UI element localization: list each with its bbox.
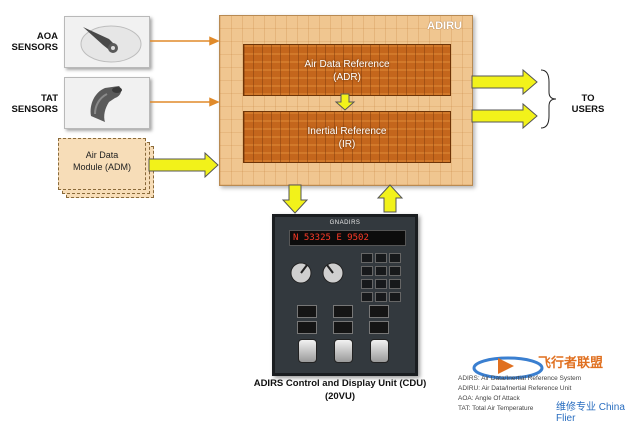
legend-line: ADIRU: Air Data/Inertial Reference Unit: [458, 385, 572, 392]
cdu-key: [375, 292, 387, 302]
aoa-input-arrowhead: [209, 36, 220, 46]
cdu-key: [389, 292, 401, 302]
legend-line: ADIRS: Air Data/Inertial Reference Syste…: [458, 375, 582, 382]
cdu-annunciator: [333, 305, 353, 318]
adr-box: Air Data Reference (ADR): [243, 44, 451, 96]
cdu-mode-knob: [370, 339, 389, 363]
tat-probe-icon: [90, 86, 122, 122]
abbreviation-legend: ADIRS: Air Data/Inertial Reference Syste…: [458, 374, 636, 414]
cdu-to-adiru-arrow: [376, 184, 404, 213]
adr-label-line2: (ADR): [333, 72, 361, 83]
aoa-label-line2: SENSORS: [11, 42, 58, 53]
tat-sensors-label: TAT SENSORS: [0, 93, 58, 115]
cdu-selector-knobs: [290, 262, 344, 284]
cdu-mode-knob: [334, 339, 353, 363]
cdu-panel: GNADIRS N 53325 E 9502: [272, 214, 418, 376]
adm-box: Air Data Module (ADM): [58, 138, 146, 190]
cdu-annunciator: [369, 321, 389, 334]
cdu-key: [375, 279, 387, 289]
cdu-panel-title: GNADIRS: [329, 220, 361, 226]
cdu-display: N 53325 E 9502: [289, 230, 406, 246]
cdu-key: [361, 253, 373, 263]
cdu-key: [389, 253, 401, 263]
ir-box: Inertial Reference (IR): [243, 111, 451, 163]
adr-label-line1: Air Data Reference: [304, 59, 390, 70]
cdu-annunciator: [297, 305, 317, 318]
to-users-line2: USERS: [571, 104, 605, 115]
adm-label: Air Data Module (ADM): [59, 149, 145, 173]
tat-label-line1: TAT: [40, 93, 58, 104]
aoa-sensors-label: AOA SENSORS: [0, 31, 58, 53]
users-bracket: [540, 69, 557, 129]
watermark-brand: 飞行者联盟: [538, 355, 604, 370]
to-users-line1: TO: [581, 93, 595, 104]
cdu-key: [361, 266, 373, 276]
legend-line: AOA: Angle Of Attack: [458, 395, 520, 402]
cdu-annunciator: [333, 321, 353, 334]
cdu-key: [389, 279, 401, 289]
ir-label-line2: (IR): [338, 139, 356, 150]
aoa-label-line1: AOA: [36, 31, 58, 42]
aoa-vane-icon: [80, 25, 142, 63]
to-users-label: TO USERS: [558, 93, 618, 115]
watermark-sub: 维修专业 China Flier: [556, 402, 625, 424]
cdu-caption: ADIRS Control and Display Unit (CDU) (20…: [215, 377, 465, 403]
cdu-mode-knob: [298, 339, 317, 363]
adm-label-line1: Air Data: [85, 150, 119, 160]
tat-label-line2: SENSORS: [11, 104, 58, 115]
adm-to-adiru-arrow: [148, 151, 219, 179]
adr-to-ir-arrow: [334, 93, 356, 111]
cdu-key: [361, 292, 373, 302]
watermark-logo-icon: [472, 356, 544, 380]
ir-label-line1: Inertial Reference: [307, 126, 387, 137]
tat-input-arrowhead: [209, 97, 220, 107]
adm-label-line2: Module (ADM): [72, 162, 131, 172]
output-arrow-1: [471, 68, 538, 96]
cdu-key: [375, 253, 387, 263]
cdu-annunciator: [369, 305, 389, 318]
tat-sensor-image: [64, 77, 150, 129]
cdu-caption-line1: ADIRS Control and Display Unit (CDU): [253, 378, 427, 389]
cdu-caption-line2: (20VU): [324, 391, 356, 402]
output-arrow-2: [471, 102, 538, 130]
adiru-to-cdu-arrow: [281, 184, 309, 214]
cdu-annunciator: [297, 321, 317, 334]
legend-line: TAT: Total Air Temperature: [458, 405, 534, 412]
cdu-key: [361, 279, 373, 289]
cdu-key: [375, 266, 387, 276]
cdu-key: [389, 266, 401, 276]
sensor-input-arrows: [150, 36, 220, 107]
aoa-sensor-image: [64, 16, 150, 68]
adiru-title: ADIRU: [427, 20, 462, 32]
